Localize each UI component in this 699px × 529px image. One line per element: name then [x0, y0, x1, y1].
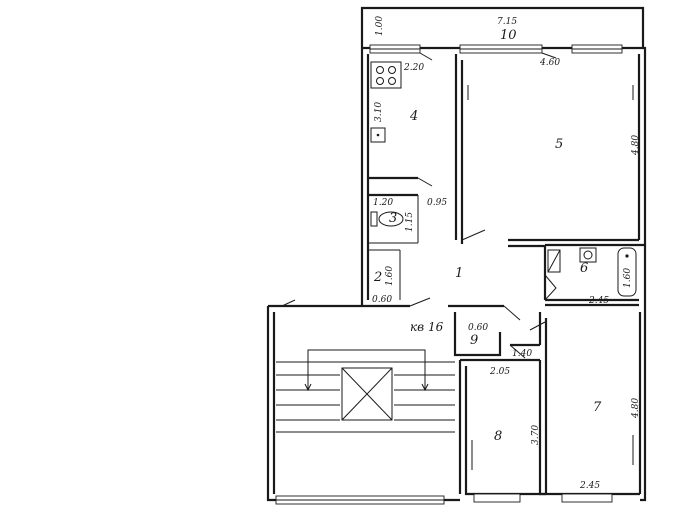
- door-width-dim: 0.95: [427, 198, 447, 208]
- room-10-number: 10: [500, 28, 517, 43]
- room-labels: кв 16 1 2 1.60 0.60 3 1.20 1.15 4 2.20 3…: [372, 16, 641, 491]
- room-8-number: 8: [494, 429, 502, 444]
- interior-walls: [362, 54, 640, 496]
- room-6-dim-b: 1.60: [623, 268, 633, 288]
- room-5-dim-a: 4.60: [539, 58, 560, 68]
- room-10-dim-a: 7.15: [497, 17, 517, 27]
- room-4-number: 4: [409, 109, 418, 124]
- room-4-dim-a: 2.20: [403, 63, 424, 73]
- room-1-number: 1: [455, 266, 463, 281]
- room-2-dim-a: 1.60: [385, 266, 395, 286]
- room-7-number: 7: [593, 400, 602, 415]
- room-10-dim-b: 1.00: [375, 16, 385, 36]
- room-7-dim-b: 4.80: [631, 398, 641, 419]
- room-3-number: 3: [389, 211, 397, 226]
- room-2-number: 2: [373, 270, 382, 285]
- room-5-number: 5: [555, 137, 563, 152]
- room-5-dim-b: 4.80: [631, 135, 641, 156]
- stove-icon: [370, 61, 402, 89]
- windows: [275, 44, 634, 505]
- apartment-label: кв 16: [410, 320, 444, 334]
- room-3-dim-a: 1.20: [373, 198, 393, 208]
- room-9-dim-b: 1.40: [512, 349, 532, 359]
- fixtures: [276, 61, 637, 433]
- room-9-dim-a: 0.60: [468, 323, 488, 333]
- room-3-dim-b: 1.15: [405, 212, 415, 232]
- room-4-dim-b: 3.10: [374, 102, 384, 122]
- room-6-dim-a: 2.45: [588, 296, 609, 306]
- room-8-dim-a: 2.05: [489, 367, 510, 377]
- room-8-dim-b: 3.70: [531, 425, 541, 445]
- room-9-number: 9: [470, 333, 478, 348]
- doors: [281, 52, 557, 359]
- staircase: [276, 349, 455, 433]
- elevator-shaft-icon: [341, 367, 393, 421]
- room-2-dim-b: 0.60: [372, 295, 392, 305]
- room-7-dim-a: 2.45: [579, 481, 600, 491]
- room-6-number: 6: [580, 261, 588, 276]
- bathtub-icon: [617, 247, 637, 297]
- toilet-icon: [370, 211, 378, 227]
